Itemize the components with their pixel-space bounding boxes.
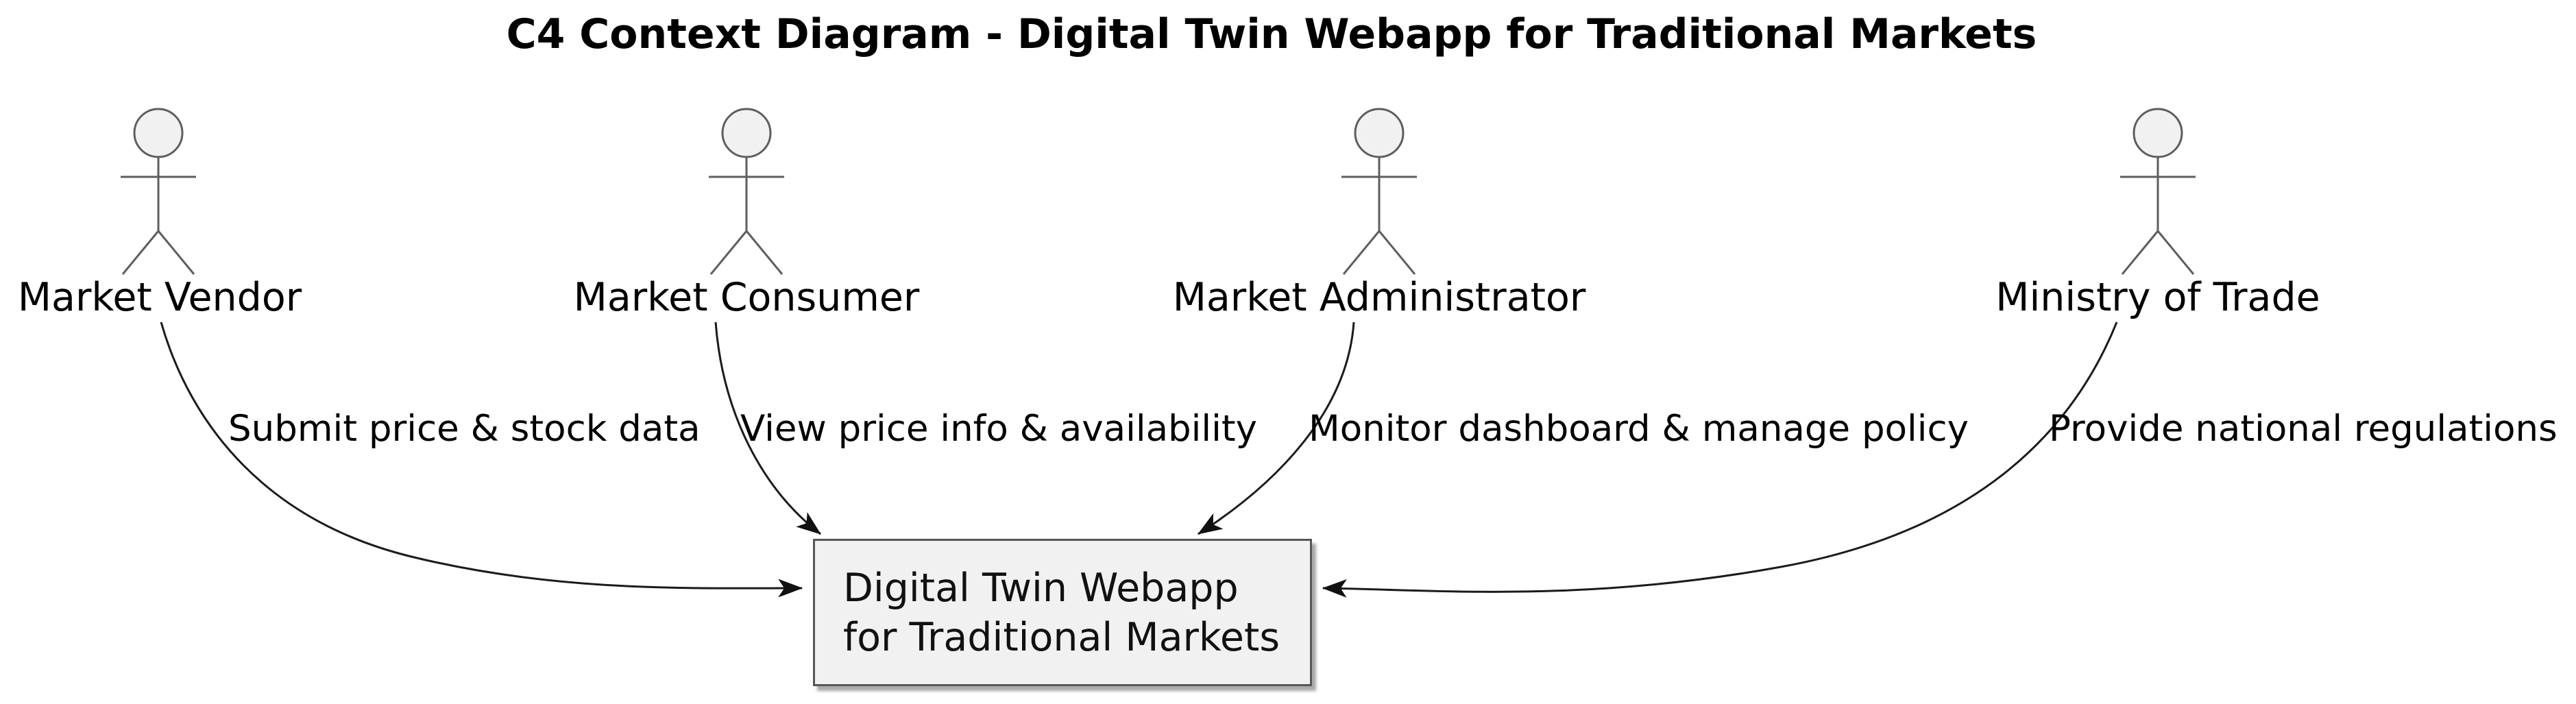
person-icon-ministry-of-trade (2120, 108, 2196, 275)
person-icon-market-consumer (709, 108, 784, 275)
actor-label-market-consumer: Market Consumer (573, 275, 920, 320)
person-head (721, 108, 772, 158)
edge-market-administrator-to-system (1197, 321, 1355, 535)
actor-label-market-vendor: Market Vendor (17, 275, 302, 320)
person-icon-market-vendor (121, 108, 196, 275)
system-box-label-line1: Digital Twin Webapp (843, 565, 1239, 611)
edge-label-submit-price-stock-data: Submit price & stock data (228, 408, 701, 450)
system-box-label-line2: for Traditional Markets (843, 614, 1280, 660)
person-leg-right (157, 230, 195, 275)
person-head (133, 108, 184, 158)
person-leg-right (2156, 230, 2195, 275)
person-leg-left (1342, 230, 1381, 275)
person-leg-left (121, 230, 160, 275)
diagram-title: C4 Context Diagram - Digital Twin Webapp… (506, 10, 2037, 58)
edge-ministry-of-trade-to-system (1322, 321, 2118, 598)
system-box-digital-twin-webapp: Digital Twin Webapp for Traditional Mark… (813, 539, 1312, 686)
actor-label-market-administrator: Market Administrator (1172, 275, 1586, 320)
actor-label-ministry-of-trade: Ministry of Trade (1995, 275, 2320, 320)
edge-label-provide-national-regulations: Provide national regulations (2049, 408, 2557, 450)
person-head (2133, 108, 2183, 158)
person-icon-market-administrator (1341, 108, 1417, 275)
edge-label-monitor-dashboard-manage-policy: Monitor dashboard & manage policy (1309, 408, 1969, 450)
edge-market-vendor-to-system (160, 321, 803, 598)
person-head (1354, 108, 1405, 158)
person-leg-right (745, 230, 783, 275)
person-leg-right (1378, 230, 1416, 275)
person-leg-left (709, 230, 748, 275)
edge-label-view-price-info-availability: View price info & availability (740, 408, 1258, 450)
person-leg-left (2121, 230, 2159, 275)
edge-market-consumer-to-system (714, 321, 821, 535)
